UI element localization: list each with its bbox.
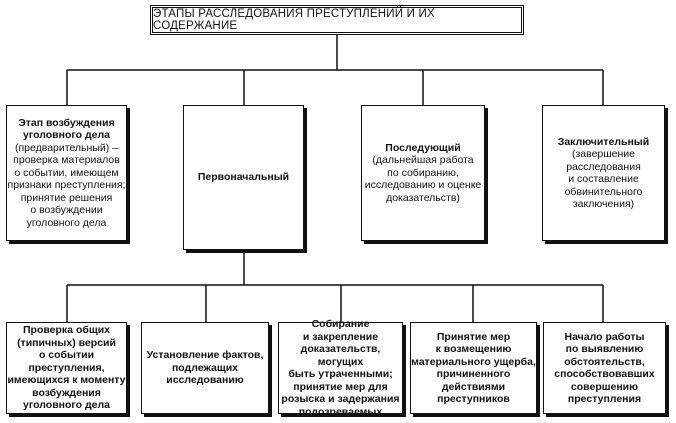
diagram-title: ЭТАПЫ РАССЛЕДОВАНИЯ ПРЕСТУПЛЕНИЙ И ИХ СО… xyxy=(150,5,524,35)
stage-description: (предварительный) – проверка материалов … xyxy=(7,141,126,229)
task-text: Начало работы по выявлению обстоятельств… xyxy=(554,330,655,406)
task-box-establish-facts: Установление фактов, подлежащих исследов… xyxy=(141,322,269,414)
task-text: Принятие мер к возмещению материального … xyxy=(411,330,536,406)
stage-box-initial: Первоначальный xyxy=(183,105,304,250)
stage-description: (завершение расследования и составление … xyxy=(564,148,643,210)
stage-heading: Первоначальный xyxy=(197,171,290,184)
stage-heading: Этап возбуждения уголовного дела xyxy=(18,116,115,142)
task-text: Установление фактов, подлежащих исследов… xyxy=(146,349,264,387)
task-text: Собирание и закрепление доказательств, м… xyxy=(281,318,400,418)
stage-box-subsequent: Последующий (дальнейшая работа по собира… xyxy=(361,105,485,241)
task-box-compensate-damage: Принятие мер к возмещению материального … xyxy=(410,322,537,414)
stage-description: (дальнейшая работа по собиранию, исследо… xyxy=(364,154,482,204)
task-text: Проверка общих (типичных) версий о событ… xyxy=(7,324,126,412)
stage-box-final: Заключительный (завершение расследования… xyxy=(542,105,665,241)
task-box-identify-circumstances: Начало работы по выявлению обстоятельств… xyxy=(543,322,666,414)
task-box-check-versions: Проверка общих (типичных) версий о событ… xyxy=(6,322,127,414)
diagram-title-text: ЭТАПЫ РАССЛЕДОВАНИЯ ПРЕСТУПЛЕНИЙ И ИХ СО… xyxy=(153,8,435,32)
stage-heading: Последующий xyxy=(385,141,461,154)
stage-box-initiation: Этап возбуждения уголовного дела (предва… xyxy=(6,105,127,241)
task-box-collect-evidence: Собирание и закрепление доказательств, м… xyxy=(278,318,403,418)
stage-heading: Заключительный xyxy=(557,135,650,148)
